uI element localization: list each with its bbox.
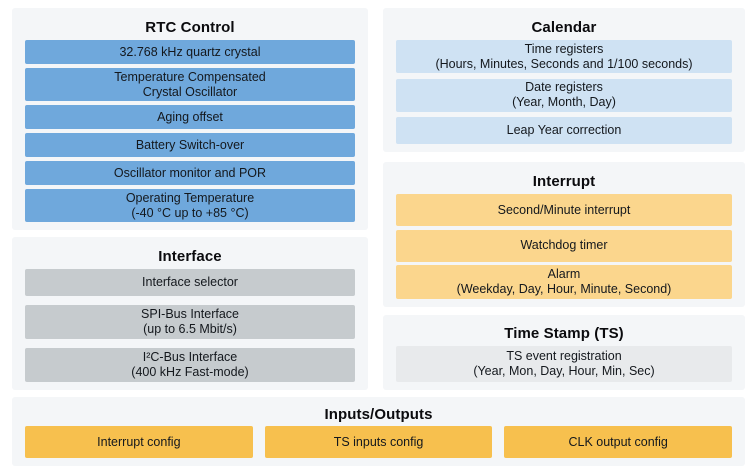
panel-title-interface: Interface <box>158 247 222 265</box>
panel-title-inputs-outputs: Inputs/Outputs <box>324 406 433 423</box>
block-time-registers: Time registers (Hours, Minutes, Seconds … <box>396 40 732 73</box>
block-label: 32.768 kHz quartz crystal <box>119 44 261 59</box>
panel-title-rtc-control: RTC Control <box>145 18 235 36</box>
block-label: (up to 6.5 Mbit/s) <box>143 322 237 336</box>
block-alarm: Alarm (Weekday, Day, Hour, Minute, Secon… <box>396 265 732 299</box>
block-ts-inputs-config: TS inputs config <box>264 426 493 458</box>
block-label: Interrupt config <box>97 434 181 449</box>
block-label: I²C-Bus Interface <box>142 350 238 364</box>
block-label: Operating Temperature <box>125 190 255 205</box>
diagram-columns: RTC Control 32.768 kHz quartz crystal Te… <box>12 8 745 390</box>
block-label: (Year, Month, Day) <box>512 95 616 109</box>
block-label: CLK output config <box>568 434 668 449</box>
panel-title-time-stamp: Time Stamp (TS) <box>504 325 624 342</box>
block-label: (Weekday, Day, Hour, Minute, Second) <box>456 282 672 296</box>
block-oscillator-monitor-por: Oscillator monitor and POR <box>25 161 355 185</box>
panel-title-interrupt: Interrupt <box>532 172 596 190</box>
block-battery-switchover: Battery Switch-over <box>25 133 355 157</box>
block-second-minute-interrupt: Second/Minute interrupt <box>396 194 732 226</box>
block-interrupt-config: Interrupt config <box>25 426 253 458</box>
block-label: Watchdog timer <box>520 238 608 252</box>
block-label: Time registers <box>524 41 604 56</box>
panel-inputs-outputs: Inputs/Outputs Interrupt config TS input… <box>12 397 745 466</box>
block-clk-output-config: CLK output config <box>504 426 733 458</box>
block-label: Date registers <box>525 80 603 94</box>
block-spi-bus-interface: SPI-Bus Interface (up to 6.5 Mbit/s) <box>25 305 355 339</box>
block-label: Second/Minute interrupt <box>497 202 631 217</box>
block-label: Crystal Oscillator <box>142 84 238 99</box>
block-label: Interface selector <box>142 275 238 289</box>
block-label: SPI-Bus Interface <box>141 307 239 321</box>
time-stamp-blocks: TS event registration (Year, Mon, Day, H… <box>396 346 732 382</box>
block-interface-selector: Interface selector <box>25 269 355 296</box>
block-temp-compensated-oscillator: Temperature Compensated Crystal Oscillat… <box>25 68 355 101</box>
block-label: (Hours, Minutes, Seconds and 1/100 secon… <box>435 56 693 71</box>
block-label: Oscillator monitor and POR <box>113 165 267 180</box>
left-column: RTC Control 32.768 kHz quartz crystal Te… <box>12 8 368 390</box>
panel-rtc-control: RTC Control 32.768 kHz quartz crystal Te… <box>12 8 368 230</box>
block-label: Leap Year correction <box>506 123 622 137</box>
block-label: (400 kHz Fast-mode) <box>131 365 249 379</box>
block-label: (Year, Mon, Day, Hour, Min, Sec) <box>473 364 655 378</box>
block-label: TS inputs config <box>333 434 424 449</box>
block-label: TS event registration <box>506 349 622 363</box>
calendar-blocks: Time registers (Hours, Minutes, Seconds … <box>396 40 732 144</box>
block-operating-temperature: Operating Temperature (-40 °C up to +85 … <box>25 189 355 222</box>
interrupt-blocks: Second/Minute interrupt Watchdog timer A… <box>396 194 732 299</box>
block-label: (-40 °C up to +85 °C) <box>131 205 249 220</box>
block-aging-offset: Aging offset <box>25 105 355 129</box>
block-date-registers: Date registers (Year, Month, Day) <box>396 78 732 112</box>
block-label: Alarm <box>547 267 581 281</box>
panel-title-calendar: Calendar <box>531 18 597 36</box>
panel-interface: Interface Interface selector SPI-Bus Int… <box>12 237 368 390</box>
right-column: Calendar Time registers (Hours, Minutes,… <box>383 8 745 390</box>
block-i2c-bus-interface: I²C-Bus Interface (400 kHz Fast-mode) <box>25 348 355 382</box>
block-leap-year-correction: Leap Year correction <box>396 117 732 144</box>
panel-time-stamp: Time Stamp (TS) TS event registration (Y… <box>383 315 745 390</box>
block-label: Aging offset <box>157 109 223 124</box>
block-quartz-crystal: 32.768 kHz quartz crystal <box>25 40 355 64</box>
block-label: Temperature Compensated <box>114 69 266 84</box>
panel-interrupt: Interrupt Second/Minute interrupt Watchd… <box>383 162 745 307</box>
interface-blocks: Interface selector SPI-Bus Interface (up… <box>25 269 355 382</box>
block-label: Battery Switch-over <box>135 137 245 152</box>
panel-calendar: Calendar Time registers (Hours, Minutes,… <box>383 8 745 152</box>
inputs-outputs-blocks: Interrupt config TS inputs config CLK ou… <box>25 426 733 458</box>
block-ts-event-registration: TS event registration (Year, Mon, Day, H… <box>396 346 732 382</box>
rtc-control-blocks: 32.768 kHz quartz crystal Temperature Co… <box>25 40 355 222</box>
block-watchdog-timer: Watchdog timer <box>396 229 732 262</box>
